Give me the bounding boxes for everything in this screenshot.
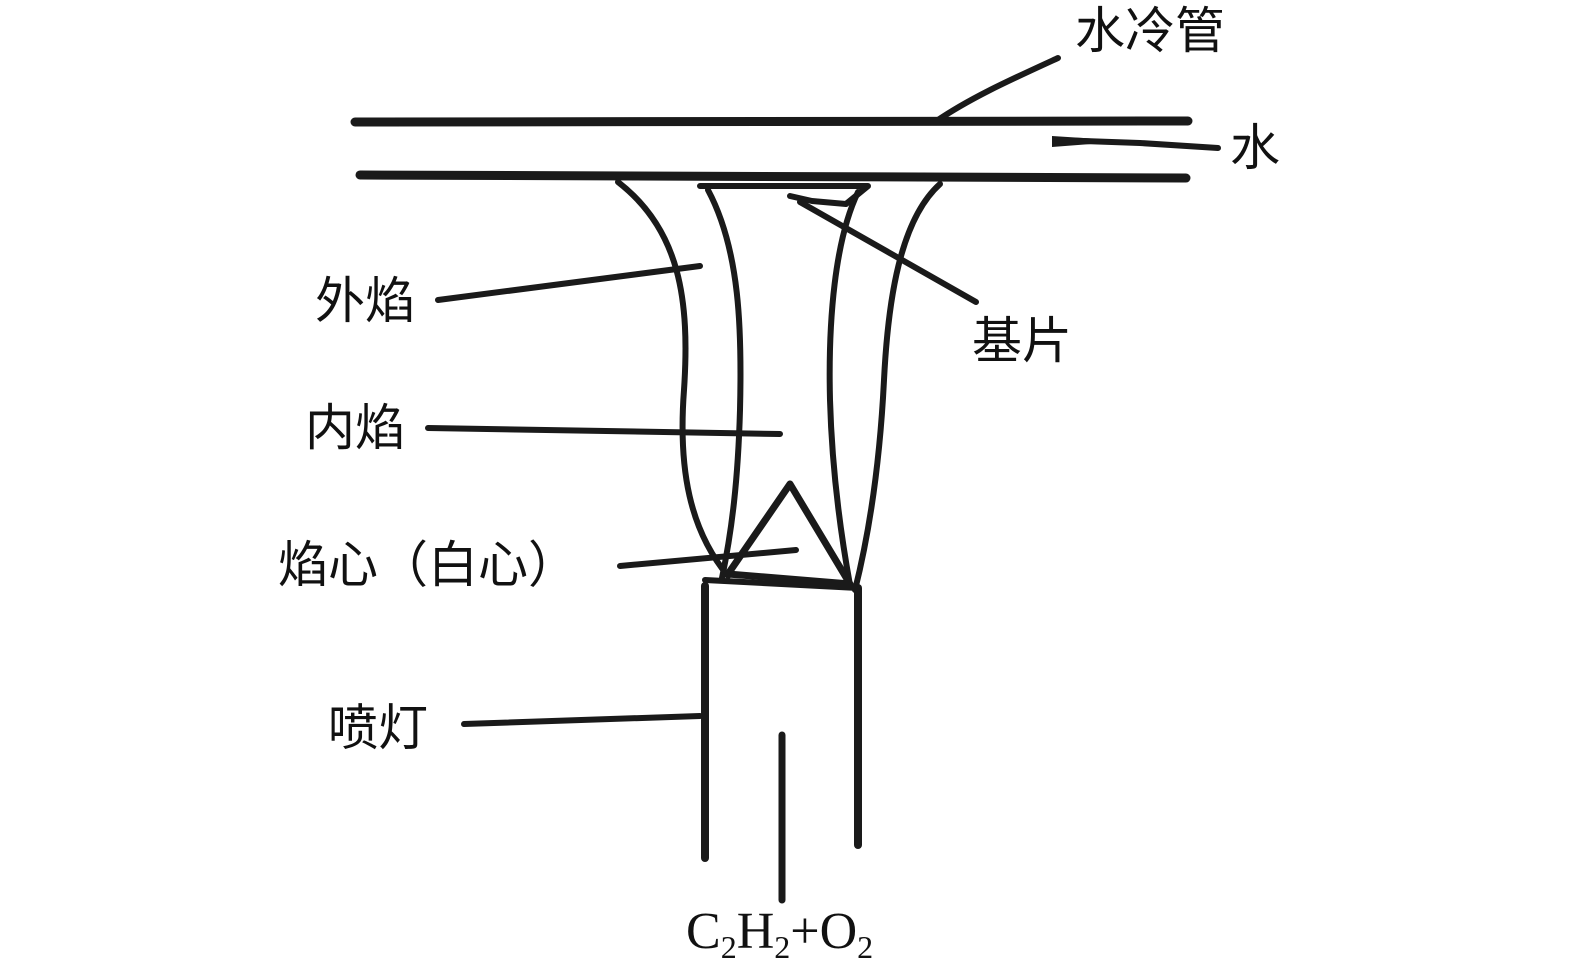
leader-flame-core (617, 547, 799, 569)
formula-sub-1: 2 (721, 929, 737, 965)
formula-c: C (686, 903, 721, 960)
label-flame-core: 焰心（白心） (278, 536, 578, 594)
torch-body (701, 577, 862, 862)
label-outer-flame: 外焰 (315, 272, 415, 330)
formula-sub-3: 2 (857, 929, 873, 965)
inner-flame-left (705, 187, 744, 581)
leader-substrate (797, 199, 979, 305)
gas-formula-label: C2H2+O2 (686, 903, 873, 965)
flame-core-triangle (724, 480, 854, 588)
formula-sub-2: 2 (774, 929, 790, 965)
label-substrate: 基片 (972, 312, 1072, 370)
inner-flame-right (826, 189, 861, 588)
label-inner-flame: 内焰 (305, 399, 405, 457)
leader-water-cooled-tube (932, 55, 1061, 125)
outer-flame-left (615, 179, 731, 579)
tube-bottom-wall (355, 170, 1191, 183)
formula-h: H (737, 903, 775, 960)
label-water-cooled-tube: 水冷管 (1075, 2, 1225, 60)
label-torch: 喷灯 (328, 699, 428, 757)
substrate-shape (697, 183, 871, 207)
torch-top-edge (702, 577, 861, 591)
tube-top-wall (350, 116, 1193, 127)
water-flow-arrow-head (1052, 136, 1130, 147)
formula-plus-o: +O (790, 903, 857, 960)
label-water: 水 (1230, 119, 1280, 177)
leader-inner-flame (425, 425, 783, 437)
leader-torch (461, 713, 703, 727)
water-cooled-tube (350, 116, 1193, 183)
outer-flame-right (852, 181, 943, 593)
leader-outer-flame (435, 263, 703, 303)
